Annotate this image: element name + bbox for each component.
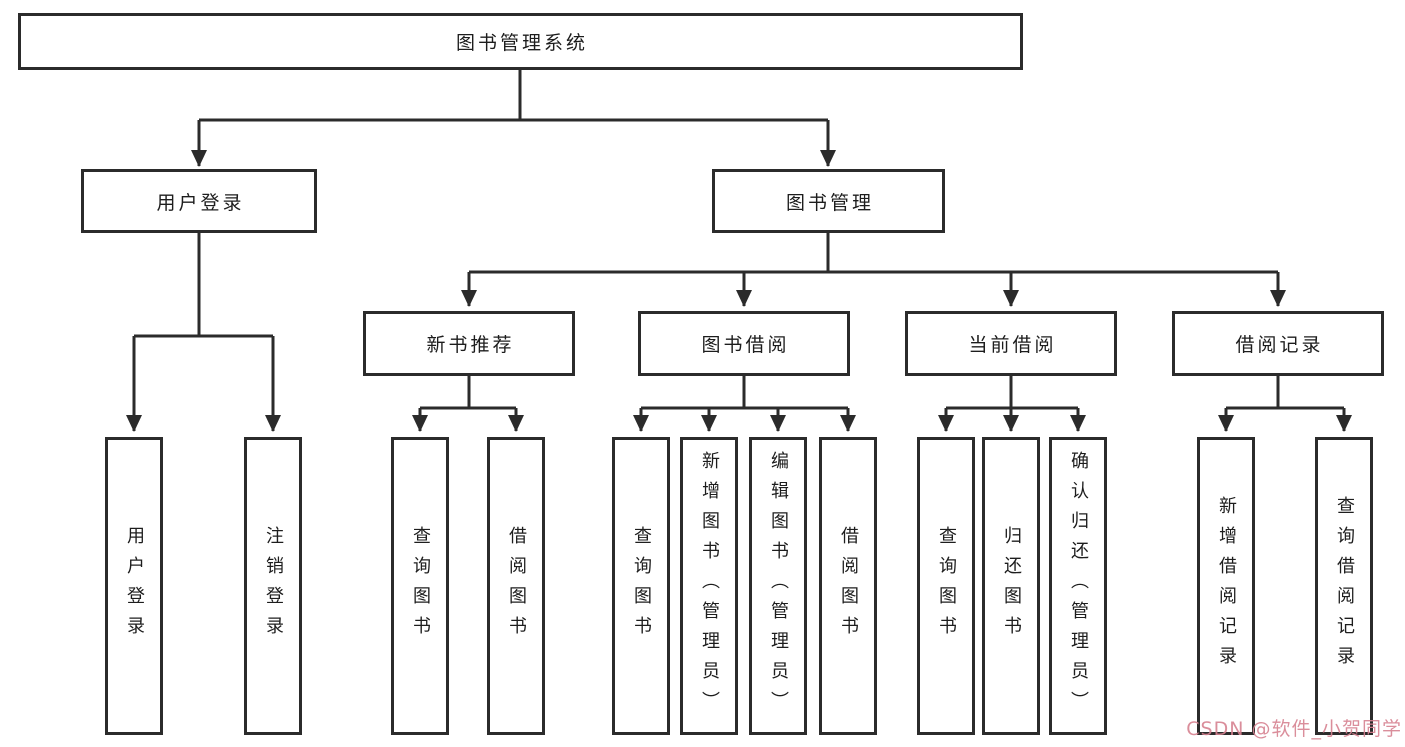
node-book-management: 图书管理 [712,169,945,233]
leaf-return-books: 归还图书 [982,437,1040,735]
node-book-borrow: 图书借阅 [638,311,850,376]
leaf-query-borrow-record: 查询借阅记录 [1315,437,1373,735]
node-user-login: 用户登录 [81,169,317,233]
leaf-query-books: 查询图书 [612,437,670,735]
leaf-add-books-admin: 新增图书（管理员） [680,437,738,735]
node-new-book-recommend: 新书推荐 [363,311,575,376]
node-borrow-records: 借阅记录 [1172,311,1384,376]
leaf-borrow-books: 借阅图书 [487,437,545,735]
leaf-logout: 注销登录 [244,437,302,735]
node-current-borrow: 当前借阅 [905,311,1117,376]
csdn-watermark: CSDN @软件_小贺同学 [1186,718,1402,740]
leaf-borrow-books: 借阅图书 [819,437,877,735]
leaf-user-login: 用户登录 [105,437,163,735]
node-system-root: 图书管理系统 [18,13,1023,70]
leaf-edit-books-admin: 编辑图书（管理员） [749,437,807,735]
leaf-query-books: 查询图书 [917,437,975,735]
leaf-query-books: 查询图书 [391,437,449,735]
leaf-add-borrow-record: 新增借阅记录 [1197,437,1255,735]
leaf-confirm-return-admin: 确认归还（管理员） [1049,437,1107,735]
